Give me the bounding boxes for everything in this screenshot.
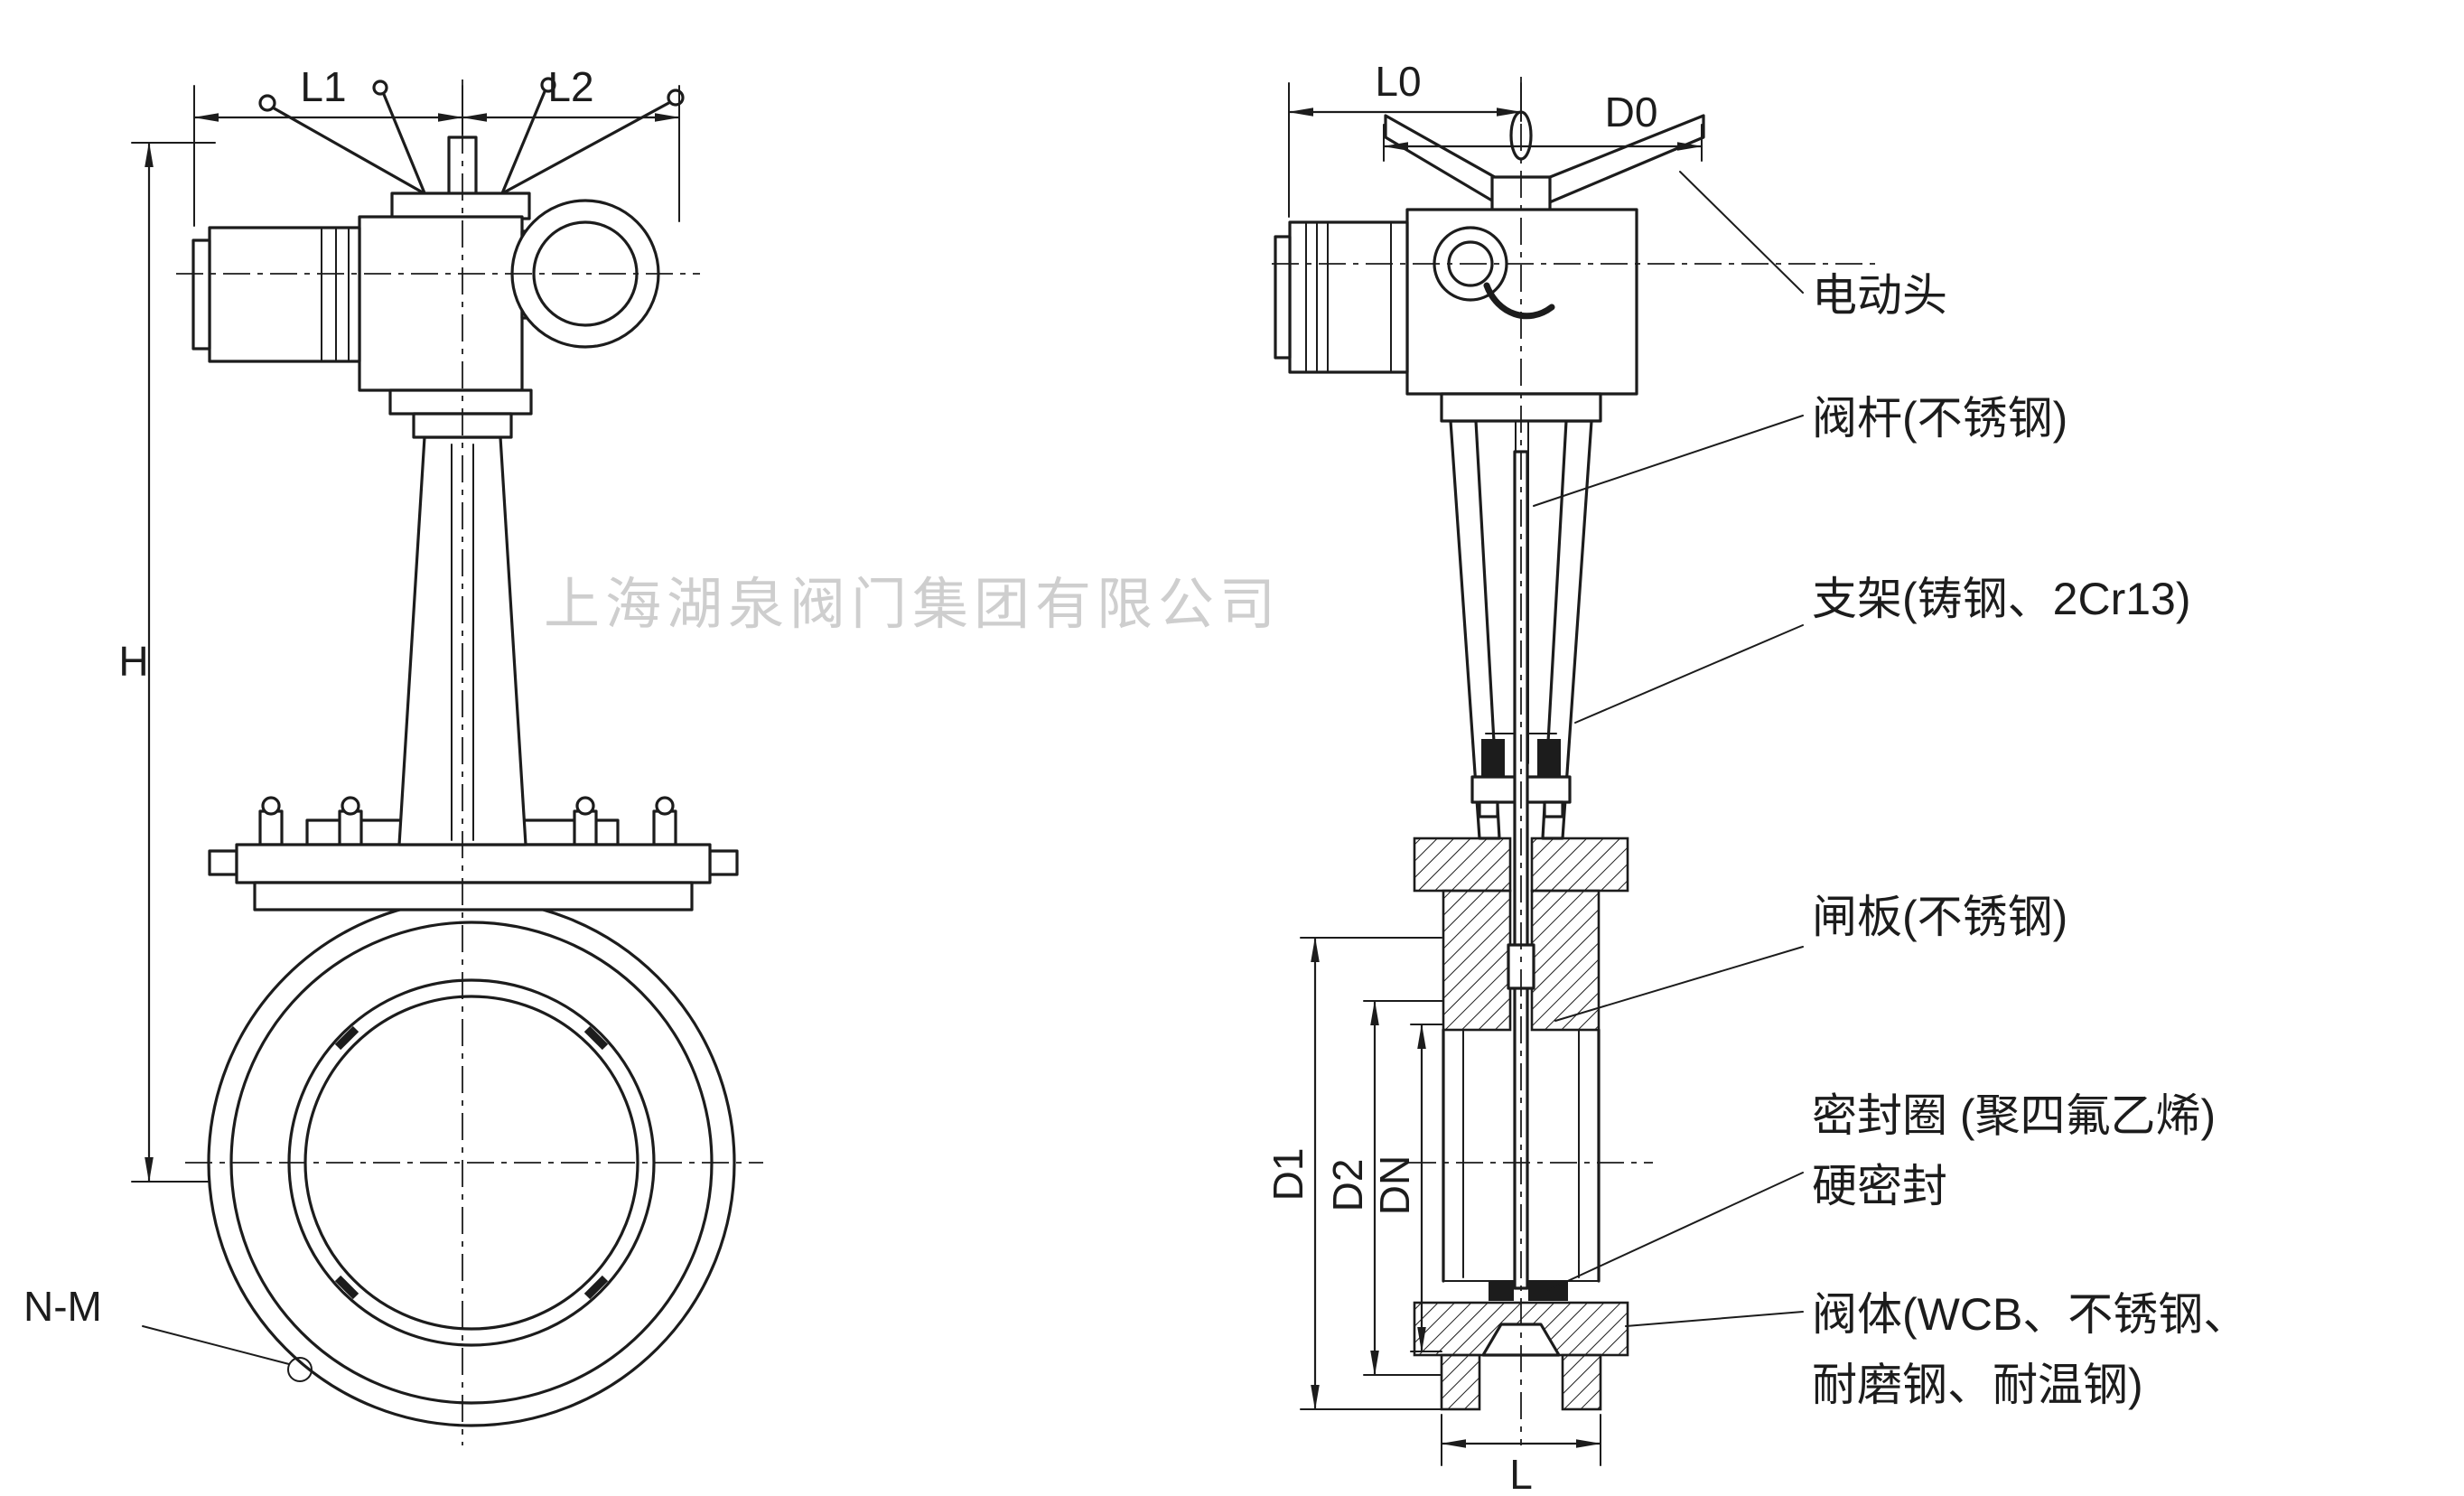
dim-label-l: L <box>1509 1451 1533 1496</box>
dim-label-d2: D2 <box>1324 1159 1371 1212</box>
leader-bracket <box>1574 624 1804 724</box>
callout-gate: 闸板(不锈钢) <box>1812 892 2067 942</box>
leader-stem <box>1533 415 1804 507</box>
callout-bracket: 支架(铸钢、2Cr13) <box>1812 574 2190 624</box>
leader-seal <box>1547 1172 1804 1291</box>
side-view: L0 D0 D1 D2 DN L <box>1265 58 1881 1496</box>
nm-leader-line <box>142 1325 290 1365</box>
motor-front <box>208 226 361 363</box>
dim-label-nm: N-M <box>23 1283 102 1330</box>
callout-actuator: 电动头 <box>1812 270 1947 321</box>
bolt-hole-marker <box>287 1357 313 1382</box>
leader-gate <box>1554 946 1804 1022</box>
motor-side <box>1288 220 1409 374</box>
watermark-text: 上海湖泉阀门集团有限公司 <box>544 574 1281 636</box>
actuator-front <box>191 77 685 439</box>
cam-lever <box>1483 282 1555 320</box>
dim-label-d1: D1 <box>1265 1148 1311 1201</box>
callout-body-line1: 阀体(WCB、不锈钢、 <box>1812 1289 2248 1340</box>
dim-label-d0: D0 <box>1605 89 1658 136</box>
seat-seal-left <box>1489 1281 1514 1301</box>
dim-label-l2: L2 <box>547 63 593 110</box>
dim-label-h: H <box>118 638 148 685</box>
front-view: L1 L2 H N-M <box>23 63 763 1445</box>
callout-stem: 阀杆(不锈钢) <box>1812 393 2067 444</box>
actuator-side <box>1274 110 1705 423</box>
callout-seal-line1: 密封圈 (聚四氟乙烯) <box>1812 1090 2216 1141</box>
dim-label-dn: DN <box>1371 1155 1418 1215</box>
callout-body-line2: 耐磨钢、耐温钢) <box>1812 1360 2143 1410</box>
dimensions-side: L0 D0 D1 D2 DN L <box>1265 58 1703 1496</box>
leader-actuator <box>1679 171 1804 294</box>
callout-seal-line2: 硬密封 <box>1812 1161 1947 1211</box>
dim-label-l1: L1 <box>300 63 346 110</box>
yoke-front <box>397 435 527 846</box>
flange-foot-right <box>1561 1353 1602 1411</box>
body-neck-section <box>1442 889 1601 1032</box>
dimensions-front: L1 L2 H N-M <box>23 63 680 1365</box>
flange-foot-left <box>1440 1353 1481 1411</box>
dim-label-l0: L0 <box>1375 58 1421 105</box>
part-callouts: 电动头 阀杆(不锈钢) 支架(铸钢、2Cr13) 闸板(不锈钢) 密封圈 (聚四… <box>1533 171 2248 1410</box>
leader-body <box>1625 1311 1804 1327</box>
